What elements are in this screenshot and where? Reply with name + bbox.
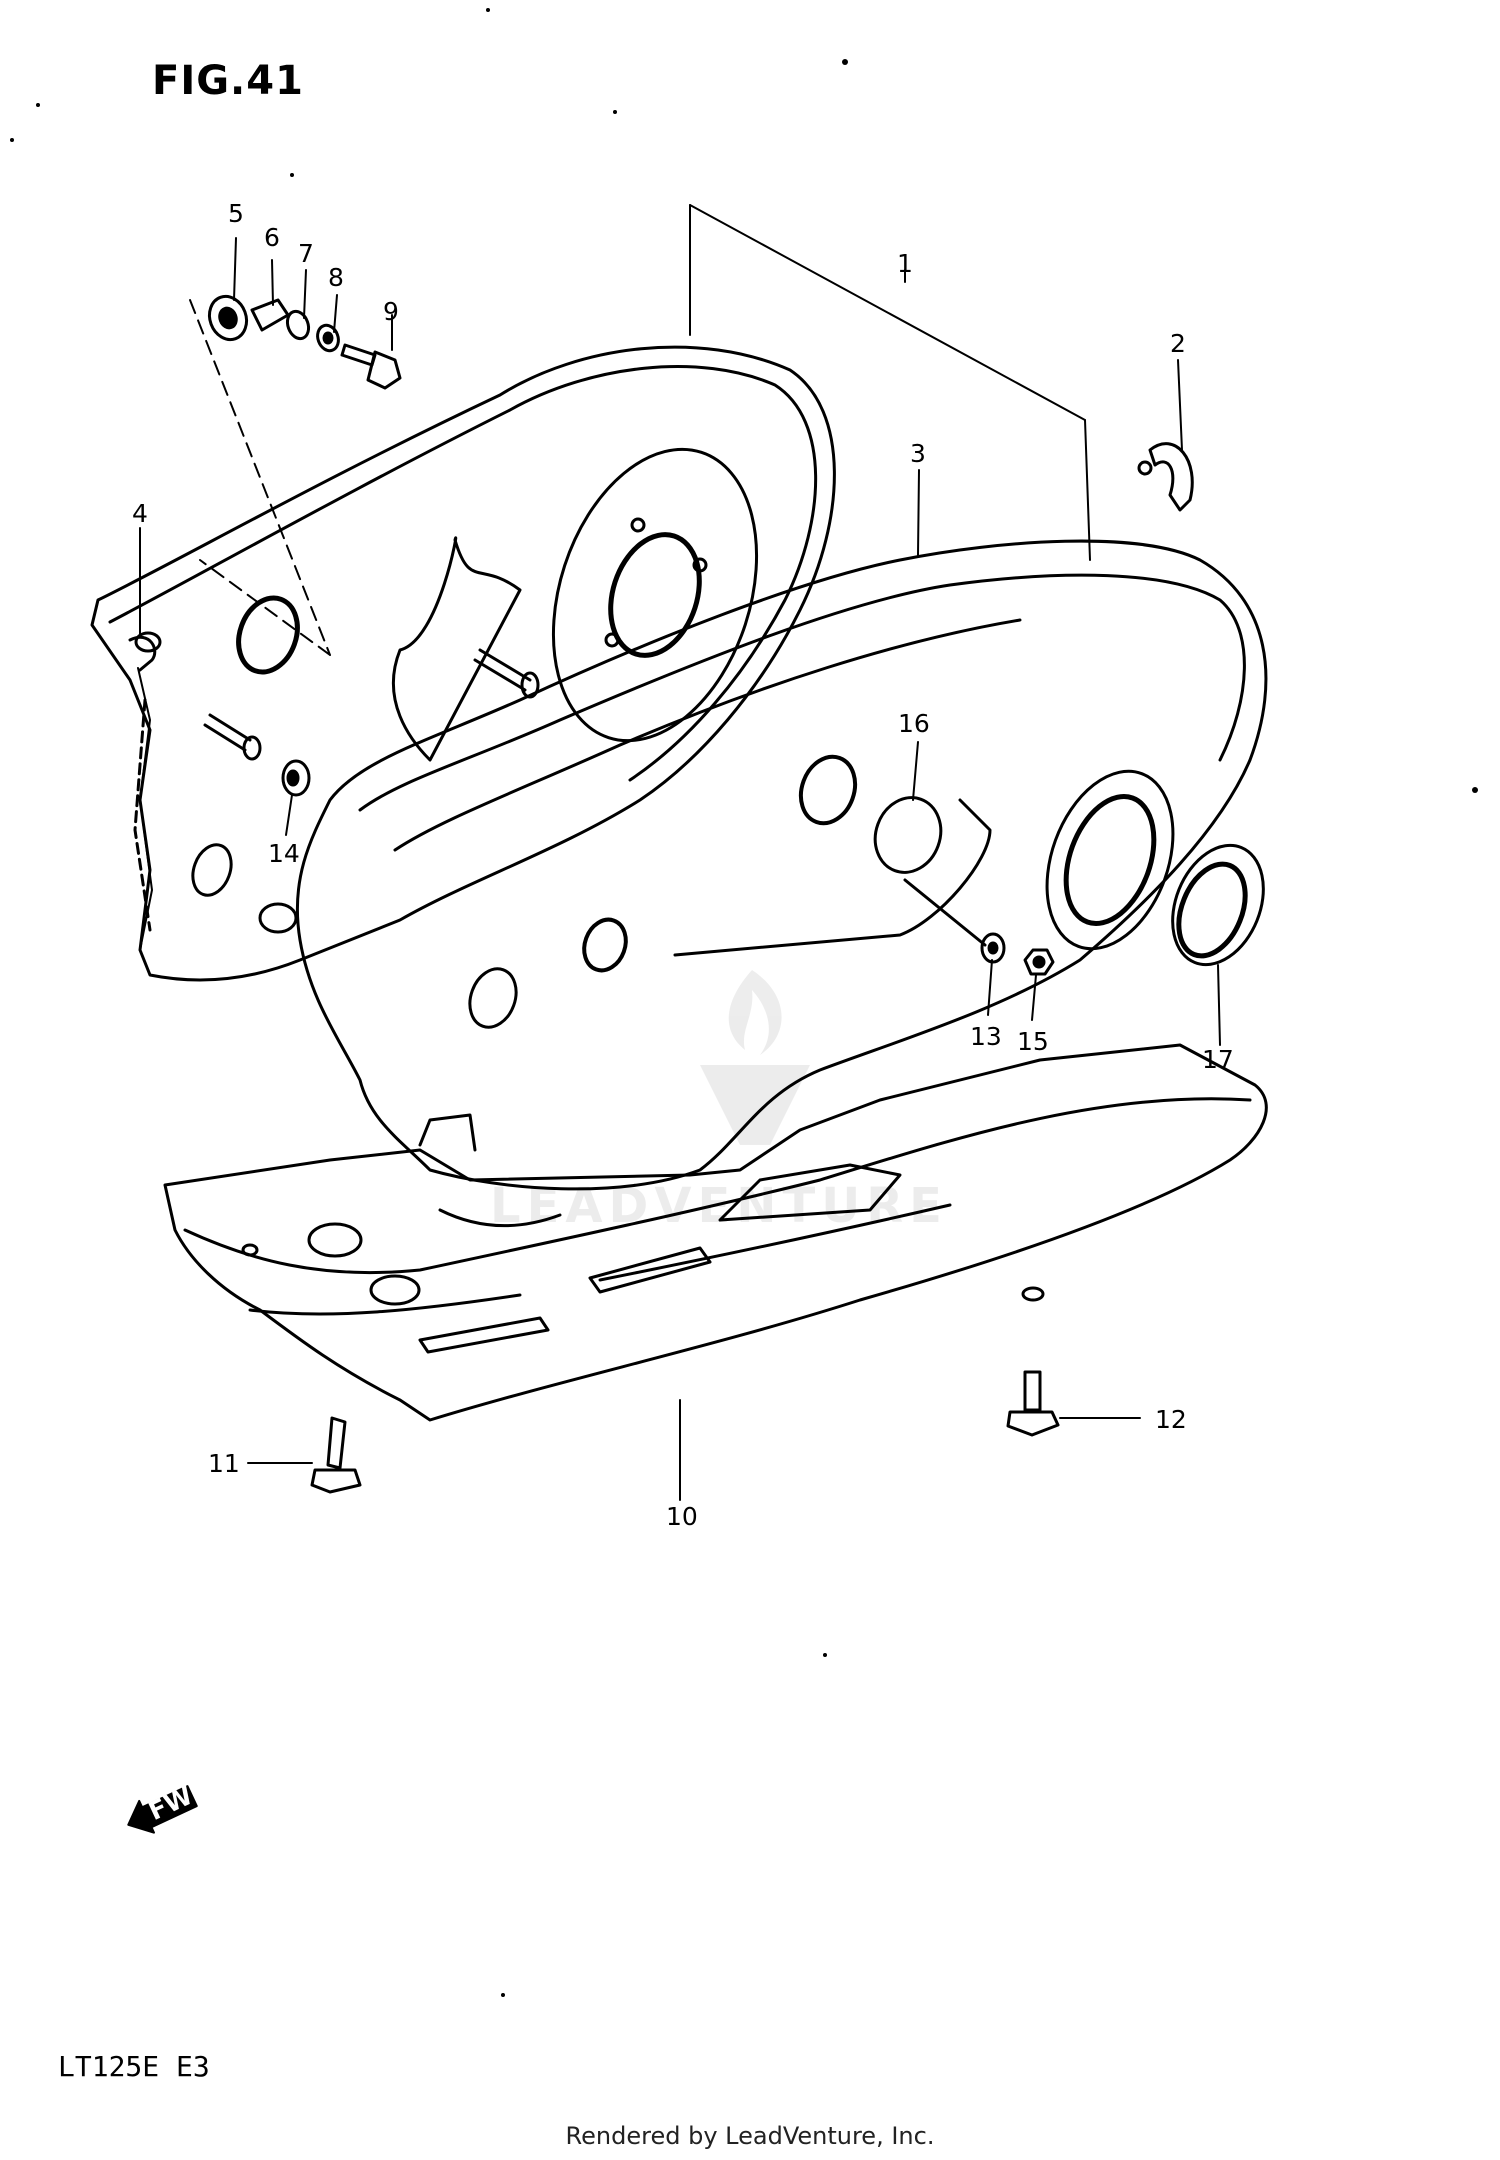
figure-title: FIG.41 [152, 58, 304, 104]
watermark-text: LEADVENTURE [490, 1178, 948, 1234]
part-14-washer [281, 759, 311, 797]
watermark-logo [700, 970, 810, 1145]
parts-5-9-fasteners [189, 294, 402, 656]
part-2-clamp [1137, 442, 1194, 512]
callout-16: 16 [898, 709, 930, 738]
scan-specks [10, 8, 1478, 1997]
chain-case-cover [295, 539, 1268, 1191]
callout-15: 15 [1017, 1027, 1049, 1056]
part-4-clip [128, 636, 157, 951]
callout-9: 9 [383, 297, 399, 326]
part-15-nut [1023, 948, 1055, 976]
model-code: LT125E E3 [58, 2050, 210, 2083]
callout-7: 7 [298, 239, 314, 268]
callout-13: 13 [970, 1022, 1002, 1051]
callout-3: 3 [910, 439, 926, 468]
fwd-arrow-icon: FWD [127, 1772, 216, 1834]
callout-17: 17 [1202, 1045, 1234, 1074]
fwd-label: FWD [144, 1772, 216, 1826]
part-11-bolt [310, 1416, 362, 1494]
callout-6: 6 [264, 223, 280, 252]
callout-labels: 1 2 3 4 5 6 7 8 9 10 11 12 13 14 15 16 1… [132, 199, 1234, 1531]
callout-11: 11 [208, 1449, 240, 1478]
part-17-oil-seal [1171, 843, 1265, 967]
outer-case-back [90, 345, 836, 982]
render-credit: Rendered by LeadVenture, Inc. [565, 2122, 935, 2150]
callout-8: 8 [328, 263, 344, 292]
callout-1: 1 [897, 249, 913, 278]
part-10-skid-plate [163, 1043, 1268, 1422]
case-studs [134, 631, 540, 761]
callout-14: 14 [268, 839, 300, 868]
part-16-plug [873, 796, 987, 947]
leader-lines [139, 204, 1221, 1501]
callout-2: 2 [1170, 329, 1186, 358]
callout-12: 12 [1155, 1405, 1187, 1434]
part-12-bolt [1006, 1370, 1060, 1437]
callout-10: 10 [666, 1502, 698, 1531]
part-13-washer [980, 932, 1006, 964]
callout-4: 4 [132, 499, 148, 528]
callout-5: 5 [228, 199, 244, 228]
